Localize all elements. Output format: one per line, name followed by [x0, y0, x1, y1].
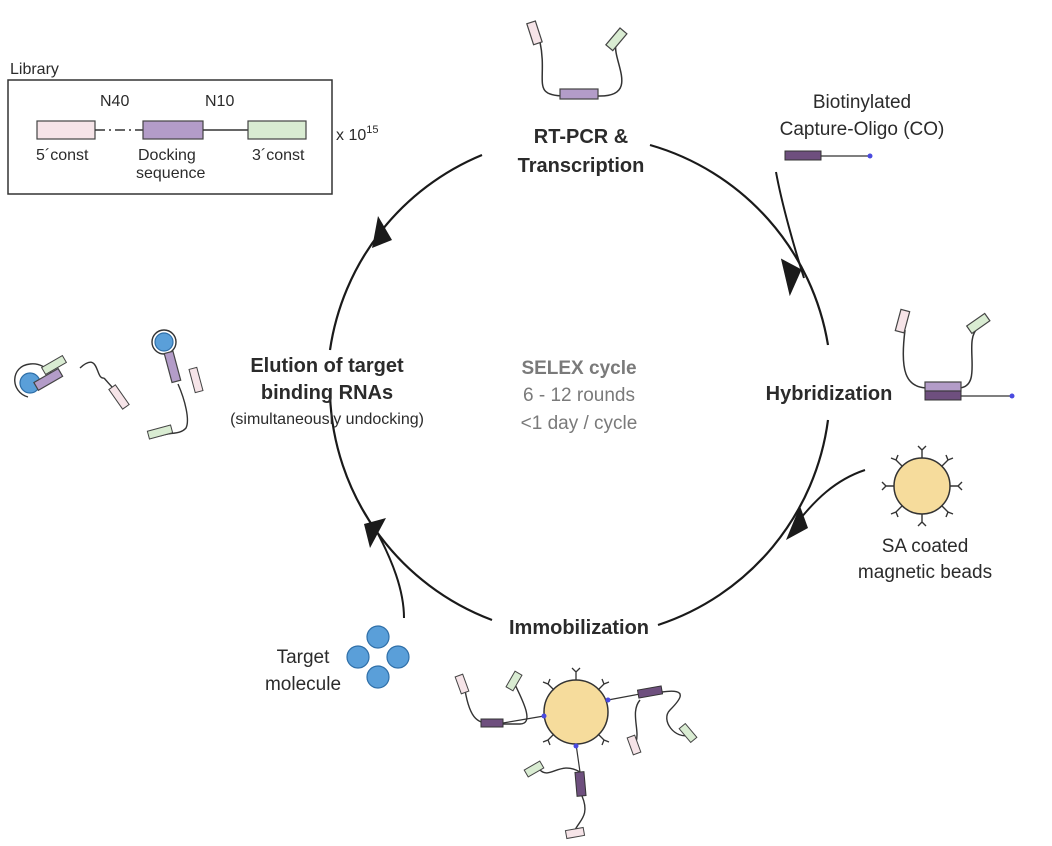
- target-label-2: molecule: [265, 674, 341, 695]
- library-3const-label: 3´const: [252, 147, 305, 164]
- arrowhead-rtpcr: [372, 216, 392, 248]
- center-title: SELEX cycle: [521, 358, 636, 379]
- library-docking-label-2: sequence: [136, 165, 205, 182]
- library-n40-label: N40: [100, 93, 129, 110]
- step-elution-label-2: binding RNAs: [261, 382, 393, 404]
- rna-elution-left-icon: [14, 354, 130, 410]
- step-immobilization-label: Immobilization: [509, 617, 649, 639]
- target-molecule-icon: [346, 625, 410, 689]
- arc-hybridization-to-immobilization: [657, 419, 830, 627]
- arc-immobilization-to-elution: [328, 394, 493, 622]
- center-time: <1 day / cycle: [521, 413, 638, 434]
- arc-rtpcr-to-hybridization: [649, 143, 830, 346]
- cycle-arrowheads: [364, 216, 808, 548]
- beads-label-1: SA coated: [882, 536, 969, 557]
- rna-elution-right-icon: [146, 329, 204, 440]
- center-label: SELEX cycle 6 - 12 rounds <1 day / cycle: [521, 358, 638, 434]
- capture-oligo-icon: [784, 150, 873, 161]
- step-rtpcr-label-1: RT-PCR &: [534, 126, 628, 148]
- beads-feed-arrow: [795, 469, 866, 525]
- library-n10-label: N10: [205, 93, 234, 110]
- library-title: Library: [10, 61, 59, 78]
- co-label-1: Biotinylated: [813, 92, 911, 113]
- target-feed-arrow: [375, 529, 405, 619]
- library-5const-segment: [36, 120, 96, 140]
- immobilized-complex-icon: [454, 667, 698, 840]
- center-rounds: 6 - 12 rounds: [523, 385, 635, 406]
- step-rtpcr-label-2: Transcription: [518, 155, 645, 177]
- step-elution-label-3: (simultaneously undocking): [230, 411, 424, 428]
- arrowhead-elution: [364, 518, 386, 548]
- library-3const-segment: [247, 120, 307, 140]
- sa-bead-icon: [881, 445, 963, 527]
- step-elution-label-1: Elution of target: [250, 355, 404, 377]
- library-multiplier: x 1015: [336, 124, 379, 144]
- target-label-1: Target: [277, 647, 331, 668]
- library-docking-segment: [142, 120, 204, 140]
- co-feed-arrow: [775, 171, 805, 279]
- co-label-2: Capture-Oligo (CO): [780, 119, 945, 140]
- library-5const-label: 5´const: [36, 147, 89, 164]
- arc-elution-to-rtpcr: [328, 153, 483, 351]
- arrowhead-hybridization: [780, 258, 802, 297]
- library-panel: Library N40 N10 5´const Docking sequence…: [7, 61, 379, 195]
- rna-hybridized-icon: [894, 308, 1015, 401]
- library-box: [7, 79, 333, 195]
- step-hybridization-label: Hybridization: [766, 383, 893, 405]
- library-docking-label-1: Docking: [138, 147, 196, 164]
- rna-rtpcr-icon: [526, 20, 628, 100]
- beads-label-2: magnetic beads: [858, 562, 992, 583]
